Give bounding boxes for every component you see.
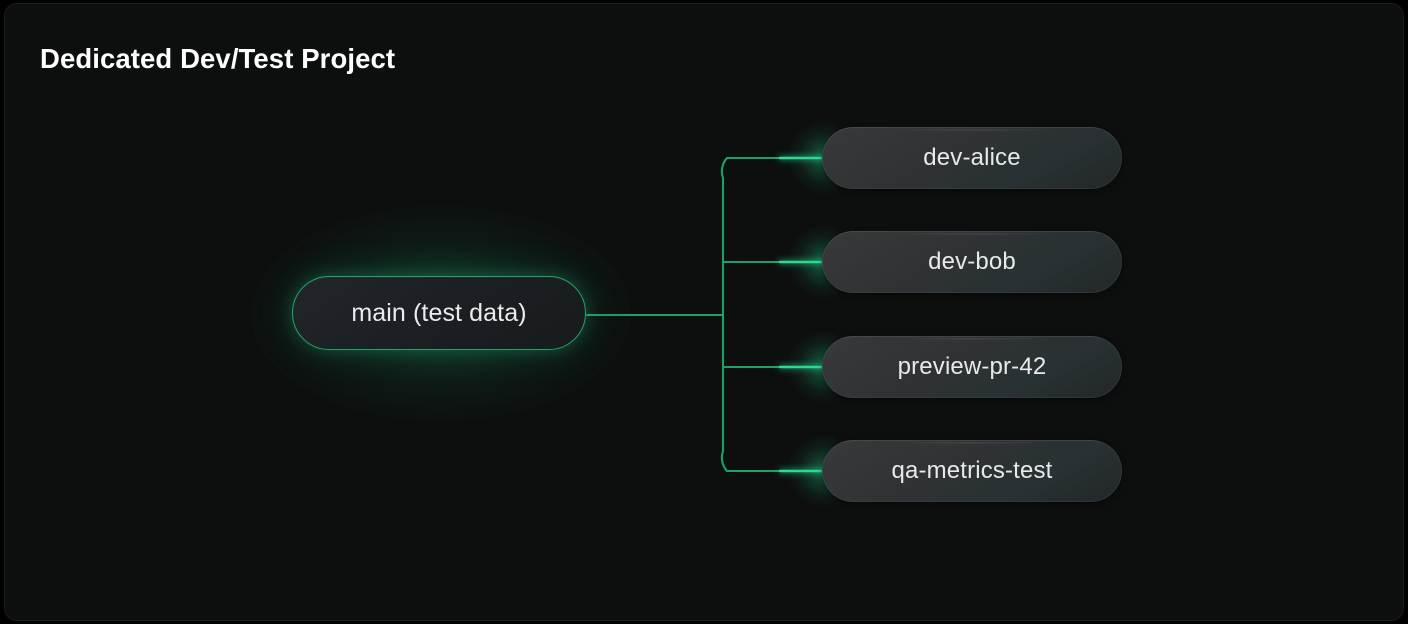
node-qa-metrics-test[interactable]: qa-metrics-test bbox=[822, 440, 1122, 502]
page-title: Dedicated Dev/Test Project bbox=[40, 43, 396, 74]
connector-lines bbox=[585, 156, 828, 473]
node-dev-bob[interactable]: dev-bob bbox=[822, 231, 1122, 293]
node-main-branch[interactable]: main (test data) bbox=[292, 276, 586, 350]
connector-trunk bbox=[720, 156, 745, 473]
branch-tree-diagram: main (test data) dev-alice dev-bob previ… bbox=[4, 3, 1404, 621]
node-label: dev-bob bbox=[928, 248, 1016, 275]
node-label: main (test data) bbox=[351, 298, 527, 327]
node-label: qa-metrics-test bbox=[891, 457, 1053, 484]
diagram-card: Dedicated Dev/Test Project bbox=[4, 3, 1404, 621]
node-dev-alice[interactable]: dev-alice bbox=[822, 127, 1122, 189]
node-label: preview-pr-42 bbox=[897, 353, 1047, 380]
node-preview-pr-42[interactable]: preview-pr-42 bbox=[822, 336, 1122, 398]
node-label: dev-alice bbox=[923, 144, 1021, 171]
